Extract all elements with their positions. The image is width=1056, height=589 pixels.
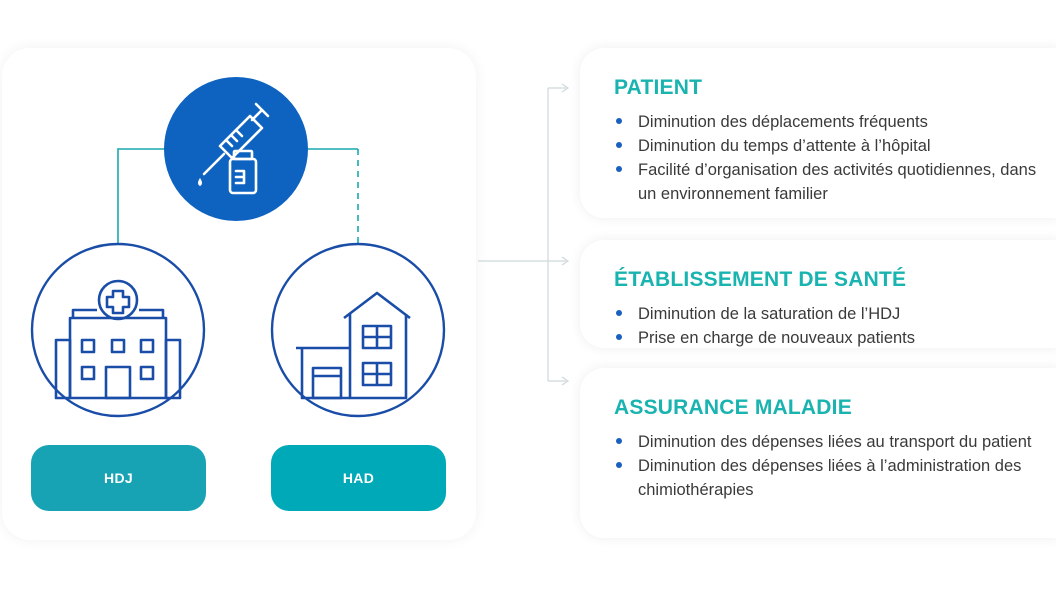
drop-icon — [198, 178, 202, 186]
bullet-item: Diminution des déplacements fréquents — [614, 110, 1044, 134]
card-assurance: ASSURANCE MALADIE Diminution des dépense… — [580, 368, 1056, 538]
bracket-connector — [478, 87, 566, 382]
bracket-arrows — [561, 83, 570, 386]
had-label: HAD — [271, 445, 446, 511]
syringe-vial-icon — [164, 77, 308, 221]
bullet-item: Diminution de la saturation de l’HDJ — [614, 302, 1044, 326]
hdj-label: HDJ — [31, 445, 206, 511]
card-title-patient: PATIENT — [614, 76, 703, 99]
bullet-item: Prise en charge de nouveaux patients — [614, 326, 1044, 350]
bullet-item: Facilité d’organisation des activités qu… — [614, 158, 1044, 206]
bullet-item: Diminution du temps d’attente à l’hôpita… — [614, 134, 1044, 158]
card-etablissement: ÉTABLISSEMENT DE SANTÉ Diminution de la … — [580, 240, 1056, 348]
hospital-icon — [30, 242, 206, 418]
bullet-list-patient: Diminution des déplacements fréquents Di… — [614, 110, 1044, 206]
house-icon — [270, 242, 446, 418]
bullet-item: Diminution des dépenses liées au transpo… — [614, 430, 1044, 454]
connector-hdj — [117, 148, 165, 253]
card-title-assurance: ASSURANCE MALADIE — [614, 396, 852, 419]
bullet-list-assurance: Diminution des dépenses liées au transpo… — [614, 430, 1044, 502]
connector-had — [307, 148, 359, 253]
card-title-etablissement: ÉTABLISSEMENT DE SANTÉ — [614, 268, 907, 291]
bullet-list-etablissement: Diminution de la saturation de l’HDJ Pri… — [614, 302, 1044, 350]
card-patient: PATIENT Diminution des déplacements fréq… — [580, 48, 1056, 218]
bullet-item: Diminution des dépenses liées à l’admini… — [614, 454, 1044, 502]
